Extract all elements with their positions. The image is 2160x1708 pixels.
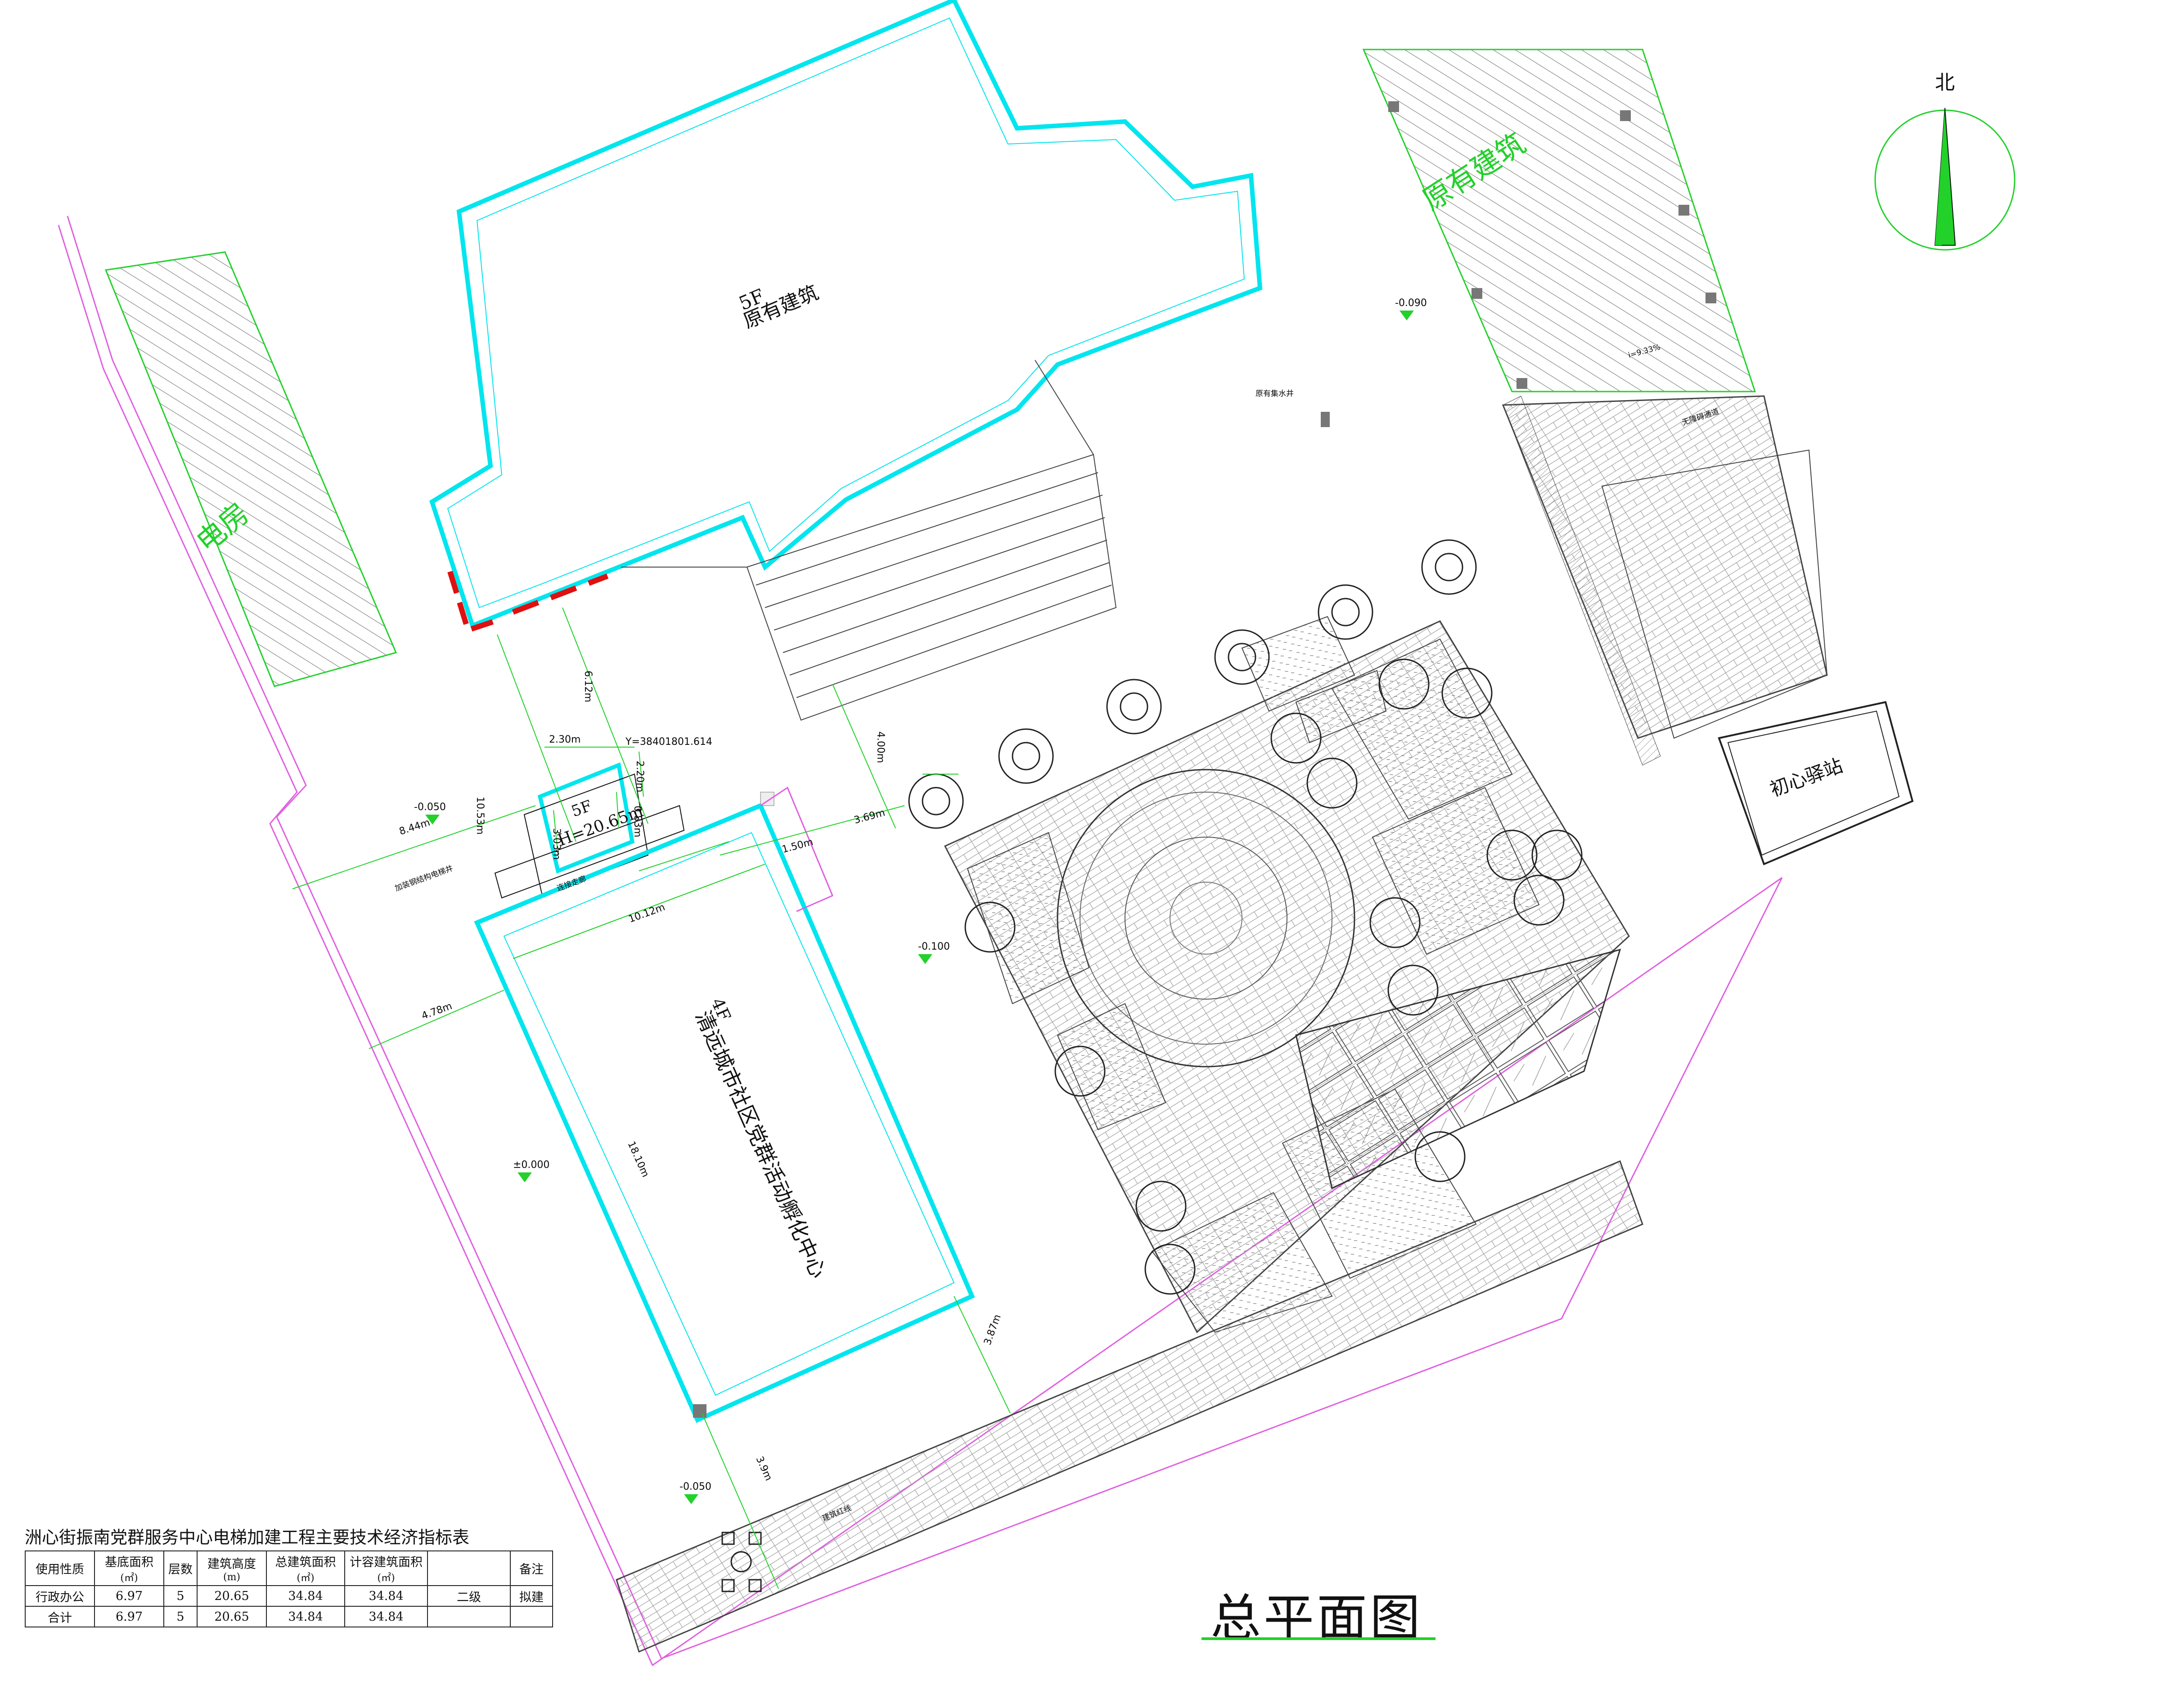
dim-478: 4.78m [420, 1000, 454, 1022]
table-cell: 34.84 [266, 1606, 345, 1627]
coordinate-label: Y=38401801.614 [625, 736, 712, 748]
table-row: 合计 6.97 5 20.65 34.84 34.84 [25, 1606, 553, 1627]
north-arrow-label-group: 北 [1935, 71, 1955, 94]
existing-building-main [429, 0, 1263, 721]
well-marker [1321, 412, 1330, 427]
existing-building-ne [1362, 49, 1756, 392]
dim-303: 3.03m [551, 828, 562, 860]
south-paving-strip [616, 1160, 1643, 1653]
header-cell: 总建筑面积(㎡) [266, 1550, 345, 1586]
elevation-markers [425, 311, 1414, 1504]
table-cell [427, 1606, 511, 1627]
table-cell: 34.84 [344, 1606, 428, 1627]
north-label: 北 [1935, 71, 1955, 94]
dim-400: 4.00m [875, 731, 886, 763]
dimension-lines [292, 607, 1011, 1589]
header-cell: 使用性质 [25, 1550, 95, 1586]
dim-083: 0.83m [632, 806, 643, 837]
dim-1053: 10.53m [474, 797, 486, 834]
connector-path [760, 786, 833, 912]
well-label: 原有集水井 [1256, 389, 1294, 398]
garden-plaza [944, 616, 1630, 1334]
table-cell: 20.65 [197, 1606, 267, 1627]
table-cell: 合计 [25, 1606, 95, 1627]
dim-612: 6.12m [582, 671, 594, 702]
table-row: 行政办公 6.97 5 20.65 34.84 34.84 二级 拟建 [25, 1585, 553, 1607]
dim-844: 8.44m [398, 817, 432, 838]
dim-1012: 10.12m [627, 901, 667, 925]
dim-230: 2.30m [549, 734, 580, 745]
header-cell [427, 1550, 511, 1586]
table-cell: 拟建 [510, 1585, 553, 1607]
header-cell: 建筑高度(m) [197, 1550, 267, 1586]
east-paving [1502, 395, 1828, 766]
table-cell: 行政办公 [25, 1585, 95, 1607]
table-cell: 34.84 [266, 1585, 345, 1607]
table-cell: 5 [163, 1606, 198, 1627]
dim-1810: 18.10m [626, 1140, 651, 1179]
header-cell: 计容建筑面积(㎡) [344, 1550, 428, 1586]
title-underline [1202, 1637, 1436, 1640]
elevation-e1: -0.090 [1395, 297, 1427, 309]
table-cell: 5 [163, 1585, 198, 1607]
elevator-shaft [494, 762, 685, 899]
elevation-e4: ±0.000 [513, 1159, 549, 1171]
elevation-e5: -0.050 [680, 1481, 711, 1492]
header-cell: 基底面积(㎡) [94, 1550, 164, 1586]
table-cell: 20.65 [197, 1585, 267, 1607]
power-room [104, 251, 397, 687]
elevator-note: 加装钢结构电梯井 [394, 864, 454, 893]
elevation-e2: -0.050 [414, 802, 446, 813]
elevator-floors: 5F [569, 797, 594, 820]
header-cell: 层数 [163, 1550, 198, 1586]
tech-table-header: 使用性质 基底面积(㎡) 层数 建筑高度(m) 总建筑面积(㎡) 计容建筑面积(… [25, 1550, 553, 1586]
station-building [1718, 701, 1914, 865]
dim-220: 2.20m [634, 761, 645, 792]
table-cell [510, 1606, 553, 1627]
entrance-note: 连接走廊 [556, 874, 588, 893]
table-cell: 6.97 [94, 1606, 164, 1627]
dim-387: 3.87m [982, 1313, 1004, 1347]
activity-center-building [474, 792, 975, 1423]
dim-369: 3.69m [853, 807, 886, 826]
tree-row [908, 539, 1583, 1295]
north-arrow [1874, 108, 2016, 251]
table-cell: 二级 [427, 1585, 511, 1607]
activity-center-name: 清远城市社区党群活动孵化中心 [691, 1007, 831, 1282]
dim-39: 3.9m [754, 1455, 774, 1483]
dim-150: 1.50m [781, 836, 814, 855]
tech-table-title: 洲心街振南党群服务中心电梯加建工程主要技术经济指标表 [25, 1528, 470, 1547]
table-cell: 6.97 [94, 1585, 164, 1607]
header-cell: 备注 [510, 1550, 553, 1586]
elevation-e3: -0.100 [918, 941, 950, 952]
tech-table: 使用性质 基底面积(㎡) 层数 建筑高度(m) 总建筑面积(㎡) 计容建筑面积(… [25, 1550, 553, 1627]
table-cell: 34.84 [344, 1585, 428, 1607]
